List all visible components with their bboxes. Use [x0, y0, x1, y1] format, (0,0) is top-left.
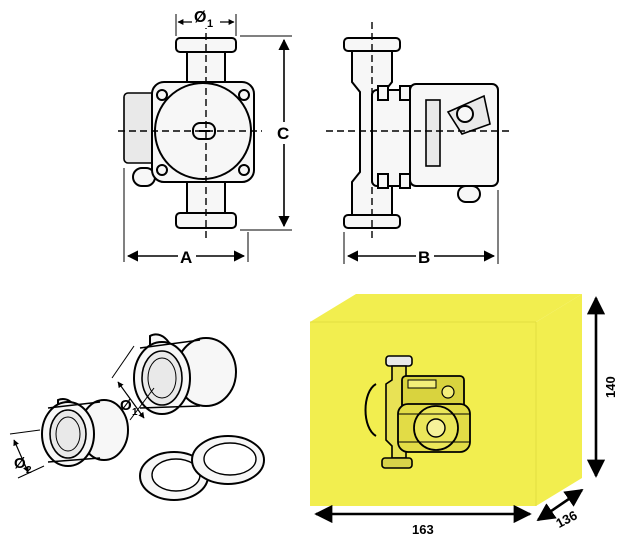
- box-pump-illustration: [364, 355, 471, 469]
- front-bolt: [156, 164, 168, 176]
- large-fitting-label: Ø: [120, 397, 132, 414]
- side-clip: [377, 173, 389, 189]
- front-bolt: [156, 89, 168, 101]
- front-height-label: C: [277, 124, 289, 143]
- side-drain-plug: [457, 185, 481, 203]
- front-bolt: [238, 164, 250, 176]
- side-window: [425, 99, 441, 167]
- side-depth-label: B: [418, 248, 430, 267]
- front-bolt: [238, 89, 250, 101]
- box-width-value: 163: [412, 522, 434, 537]
- side-clip: [399, 85, 411, 101]
- box-height-value: 140: [603, 376, 618, 398]
- side-clip: [377, 85, 389, 101]
- packaging-box: 163 136 140: [310, 294, 618, 537]
- side-knob: [456, 105, 474, 123]
- small-union-nut: [41, 398, 129, 467]
- box-top-face: [310, 294, 582, 322]
- fittings: Ø 1 Ø 2: [9, 333, 265, 501]
- front-view: Ø 1 C A: [118, 6, 292, 268]
- side-clip: [399, 173, 411, 189]
- side-motor-front: [371, 89, 413, 187]
- side-view: B: [326, 22, 512, 268]
- box-side-face: [536, 294, 582, 506]
- large-fitting-sub: 1: [132, 407, 138, 418]
- front-diameter-label: Ø: [194, 9, 206, 26]
- large-union-nut: [133, 333, 237, 415]
- front-width-label: A: [180, 248, 192, 267]
- box-depth-value: 136: [553, 507, 579, 530]
- front-diameter-sub: 1: [207, 18, 213, 30]
- small-fitting-label: Ø: [14, 455, 26, 472]
- small-fitting-sub: 2: [26, 465, 32, 476]
